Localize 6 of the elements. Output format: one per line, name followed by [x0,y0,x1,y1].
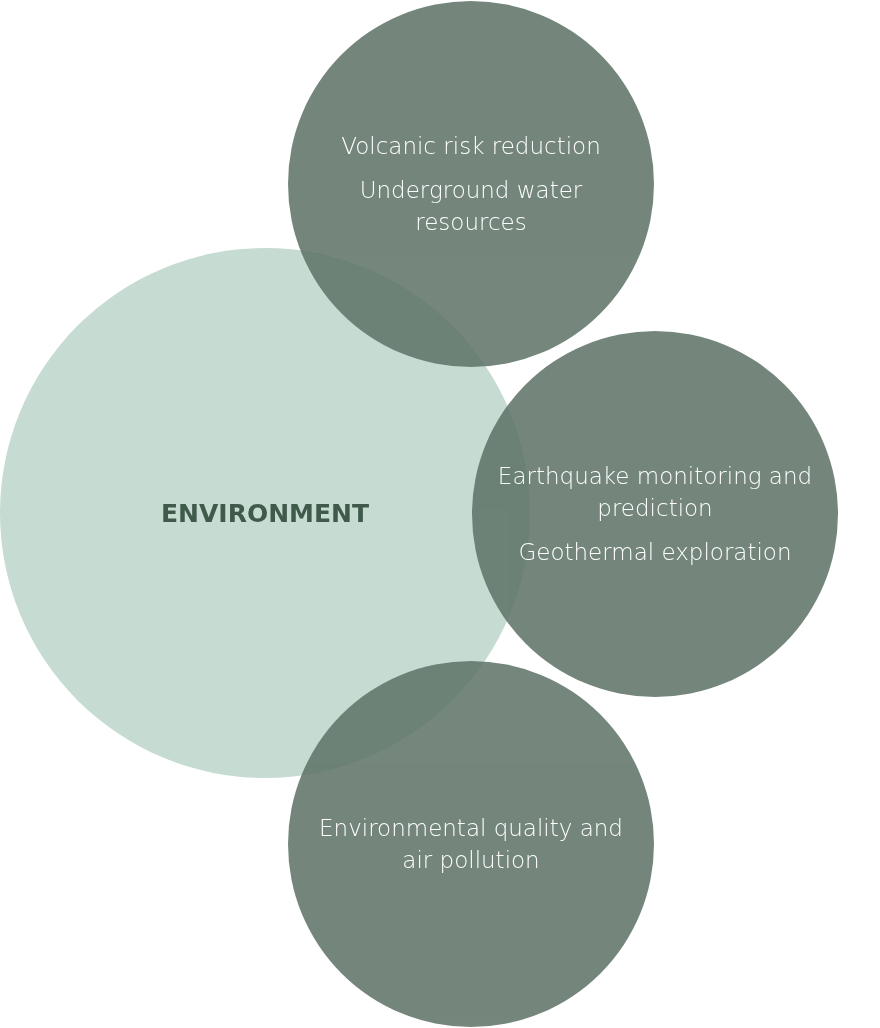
circle-label: Environmental quality and air pollution [318,813,624,875]
circle-label: Geothermal exploration [518,538,792,568]
circle-label: Earthquake monitoring and prediction [496,461,814,523]
circle-label: ENVIRONMENT [161,497,369,530]
circle-label: Underground water resources [358,175,584,238]
circle-label: Volcanic risk reduction [341,131,601,161]
